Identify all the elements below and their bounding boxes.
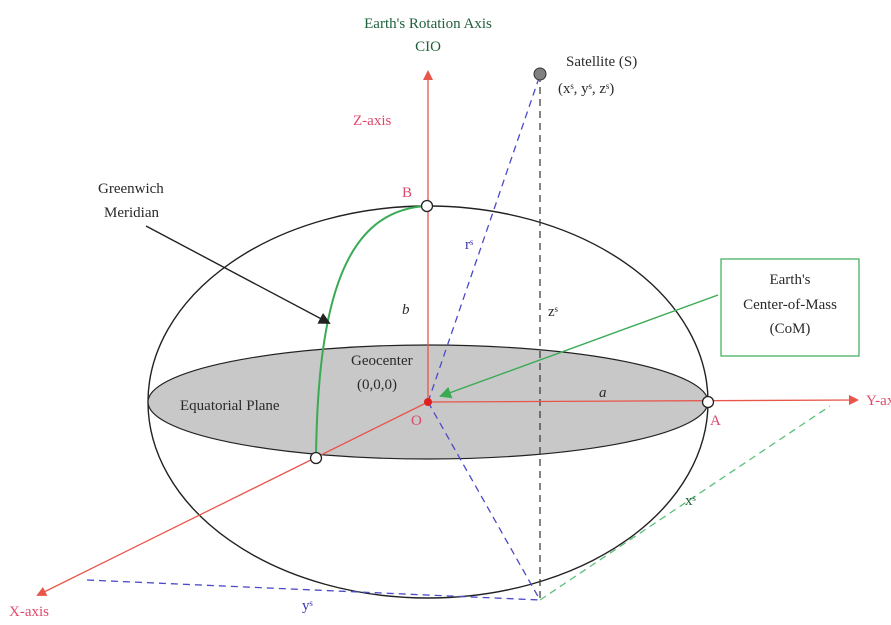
satellite-point (533, 67, 547, 81)
y-s-label: yˢ (302, 598, 313, 614)
equatorial-plane-label: Equatorial Plane (180, 398, 280, 414)
x-s-label: xˢ (685, 493, 696, 509)
meridian-equator-point (309, 451, 323, 465)
greenwich-label-line1: Greenwich (98, 181, 164, 197)
x-axis-line (36, 401, 429, 596)
com-pointer-arrow (439, 294, 719, 399)
greenwich-label-line2: Meridian (104, 205, 159, 221)
greenwich-meridian-curve (315, 205, 428, 458)
semi-major-axis-a-label: a (599, 385, 607, 401)
point-a-label: A (710, 413, 721, 429)
y-axis-line (427, 395, 859, 406)
r-s-vector (427, 74, 541, 403)
z-s-label: zˢ (548, 304, 558, 320)
rotation-axis-cio: CIO (415, 39, 441, 55)
point-b-marker (420, 199, 434, 213)
meridian-pointer-arrow (145, 225, 331, 324)
ground-projection-line (427, 401, 541, 601)
rotation-axis-title: Earth's Rotation Axis (364, 16, 492, 32)
satellite-coords-label: (xˢ, yˢ, zˢ) (558, 81, 614, 97)
com-callout-box (720, 258, 860, 357)
point-b-label: B (402, 185, 412, 201)
r-s-label: rˢ (465, 237, 473, 253)
y-axis-label: Y-axis (866, 393, 891, 409)
semi-minor-axis-b-label: b (402, 302, 410, 318)
geocenter-label: Geocenter (351, 353, 413, 369)
origin-label: O (411, 413, 422, 429)
x-axis-label: X-axis (9, 604, 49, 620)
geocenter-coords-label: (0,0,0) (357, 377, 397, 393)
point-a-marker (701, 395, 715, 409)
y-s-dimension-line (86, 579, 541, 601)
satellite-label: Satellite (S) (566, 54, 637, 70)
z-axis-label: Z-axis (353, 113, 391, 129)
origin-point (424, 398, 432, 406)
com-label-line1: Earth's (769, 272, 810, 288)
com-label-line2: Center-of-Mass (743, 297, 837, 313)
x-s-dimension-line (539, 405, 831, 601)
com-label-line3: (CoM) (770, 321, 811, 337)
